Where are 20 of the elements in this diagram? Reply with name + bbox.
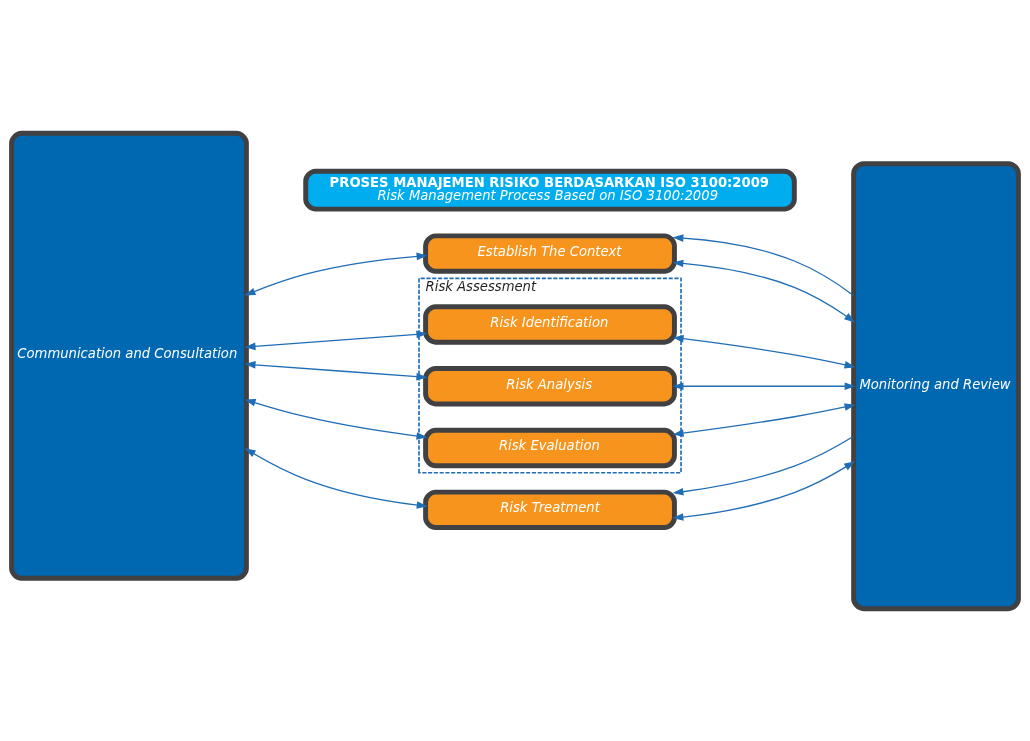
node-box: PROSES MANAJEMEN RISIKO BERDASARKAN ISO 3100:2009 Risk Management Process Based on ISO 3100:2009 xyxy=(303,168,797,212)
node-box: Risk Treatment xyxy=(423,489,677,530)
node-box: Risk Analysis xyxy=(423,365,677,406)
arrow xyxy=(672,460,855,521)
arrow xyxy=(244,398,428,440)
arrow xyxy=(672,402,856,437)
arrow xyxy=(244,447,428,509)
arrow xyxy=(672,259,856,322)
arrow xyxy=(244,360,428,380)
arrow xyxy=(244,252,428,296)
arrow xyxy=(672,334,856,369)
node-box: Establish The Context xyxy=(423,232,677,274)
node-box: Risk Evaluation xyxy=(423,427,677,468)
arrow xyxy=(672,233,855,296)
arrow xyxy=(672,435,854,495)
node-box: Communication and Consultation xyxy=(9,130,249,581)
node-box: Risk Identification xyxy=(423,303,677,345)
arrow xyxy=(244,330,428,350)
node-box: Monitoring and Review xyxy=(851,160,1021,611)
arrow xyxy=(672,381,856,390)
